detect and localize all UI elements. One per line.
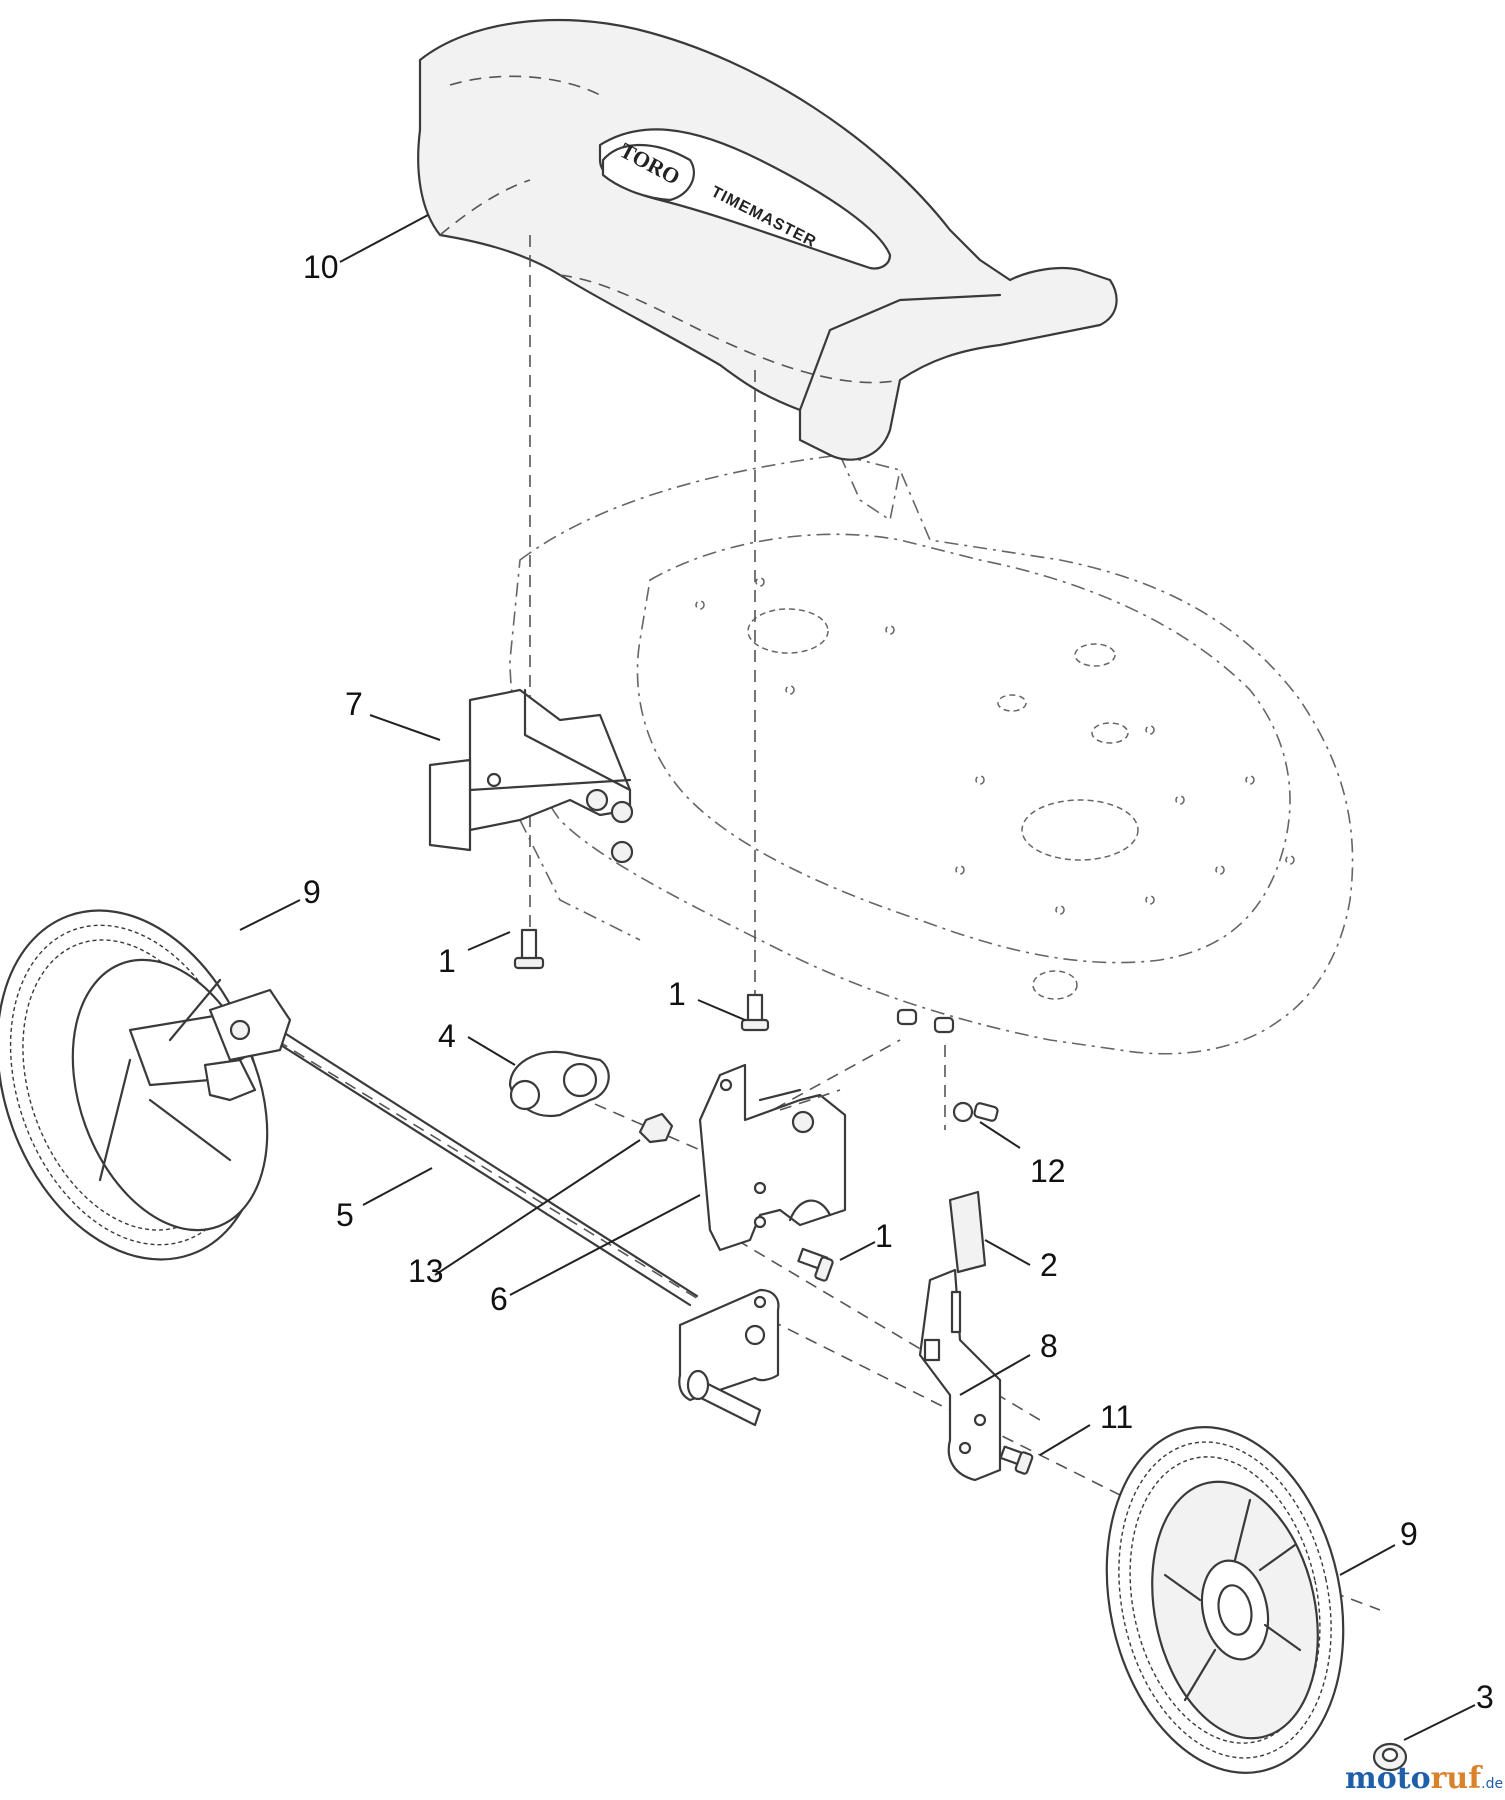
callout-13: 13 xyxy=(408,1253,444,1289)
callout-11: 11 xyxy=(1100,1399,1133,1435)
callout-3: 3 xyxy=(1476,1679,1494,1715)
bolt-part-1-b xyxy=(740,993,770,1032)
callout-5: 5 xyxy=(336,1197,354,1233)
watermark-part1: moto xyxy=(1345,1761,1431,1796)
callout-4: 4 xyxy=(438,1018,456,1054)
bolt-part-1-a xyxy=(513,928,545,970)
mower-deck-phantom xyxy=(509,454,1354,1055)
callout-2: 2 xyxy=(1040,1247,1058,1283)
deck-pins xyxy=(896,1008,955,1034)
lever-part-8 xyxy=(918,1268,1002,1482)
svg-text:motoruf.de: motoruf.de xyxy=(1345,1761,1503,1796)
axle-rod-part-5 xyxy=(263,1023,699,1307)
callout-12: 12 xyxy=(1030,1153,1066,1189)
wheel-right-part-9 xyxy=(1105,1426,1345,1774)
watermark-part2: ruf xyxy=(1431,1761,1484,1796)
handle-console-part-10: TORO TIMEMASTER xyxy=(417,18,1118,461)
nut-part-3 xyxy=(1372,1742,1408,1772)
pin-part-12 xyxy=(952,1101,999,1123)
leader-lines xyxy=(239,214,1476,1741)
callout-9-left: 9 xyxy=(303,874,321,910)
axle-bracket xyxy=(678,1288,780,1427)
grip-part-2 xyxy=(948,1190,987,1274)
callout-7: 7 xyxy=(345,686,363,722)
callout-1-center: 1 xyxy=(668,976,686,1012)
callout-10: 10 xyxy=(303,249,339,285)
bracket-part-7 xyxy=(428,688,634,864)
bolt-part-1-c xyxy=(797,1247,834,1282)
height-plate-part-6 xyxy=(698,1063,847,1252)
screw-part-11 xyxy=(999,1445,1034,1475)
callout-1-left: 1 xyxy=(438,943,456,979)
watermark: motoruf.de xyxy=(1345,1761,1503,1796)
callout-1-right: 1 xyxy=(875,1218,893,1254)
callout-8: 8 xyxy=(1040,1328,1058,1364)
callout-6: 6 xyxy=(490,1281,508,1317)
wheel-left-part-9 xyxy=(0,909,292,1261)
nut-part-13 xyxy=(638,1112,674,1144)
clamp-part-4 xyxy=(508,1050,610,1118)
callout-labels: 10 7 9 1 1 4 12 5 13 6 1 2 8 11 9 3 xyxy=(303,249,1494,1715)
watermark-suffix: .de xyxy=(1481,1776,1503,1792)
callout-9-right: 9 xyxy=(1400,1516,1418,1552)
